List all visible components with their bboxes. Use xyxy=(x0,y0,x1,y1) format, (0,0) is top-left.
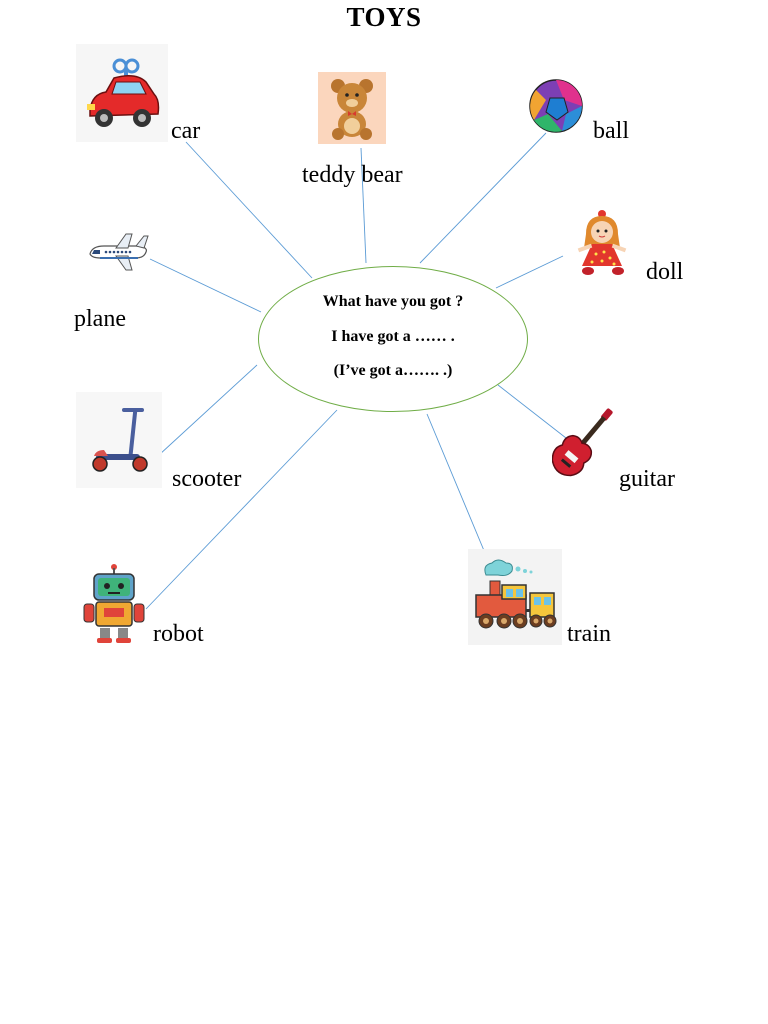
doll-icon xyxy=(574,208,630,280)
label-scooter: scooter xyxy=(172,466,242,492)
guitar-icon xyxy=(552,400,616,482)
label-doll: doll xyxy=(646,259,684,285)
label-robot: robot xyxy=(153,621,204,647)
center-question-bubble: What have you got ? I have got a …… . (I… xyxy=(258,266,528,412)
train-icon xyxy=(468,549,562,645)
connector-teddy-bear xyxy=(360,147,367,264)
label-car: car xyxy=(171,118,201,144)
robot-icon xyxy=(80,562,148,646)
label-guitar: guitar xyxy=(619,466,675,492)
toy-car-icon xyxy=(76,44,168,142)
label-train: train xyxy=(567,621,611,647)
plane-icon xyxy=(86,228,150,276)
scooter-icon xyxy=(76,392,162,488)
connector-ball xyxy=(419,132,547,264)
teddy-bear-icon xyxy=(318,72,386,144)
answer-line: I have got a …… . xyxy=(331,328,455,345)
label-ball: ball xyxy=(593,118,629,144)
ball-icon xyxy=(528,78,584,134)
question-line: What have you got ? xyxy=(322,293,464,310)
page-title: TOYS xyxy=(346,2,422,32)
connector-train xyxy=(426,413,486,554)
label-teddy-bear: teddy bear xyxy=(302,162,403,188)
connector-doll xyxy=(495,255,564,289)
label-plane: plane xyxy=(74,306,126,332)
connector-scooter xyxy=(158,364,258,456)
connector-car xyxy=(185,141,313,279)
connector-robot xyxy=(145,409,338,610)
connector-plane xyxy=(149,258,262,313)
short-answer-line: (I’ve got a……. .) xyxy=(333,362,453,379)
connector-guitar xyxy=(497,384,567,439)
